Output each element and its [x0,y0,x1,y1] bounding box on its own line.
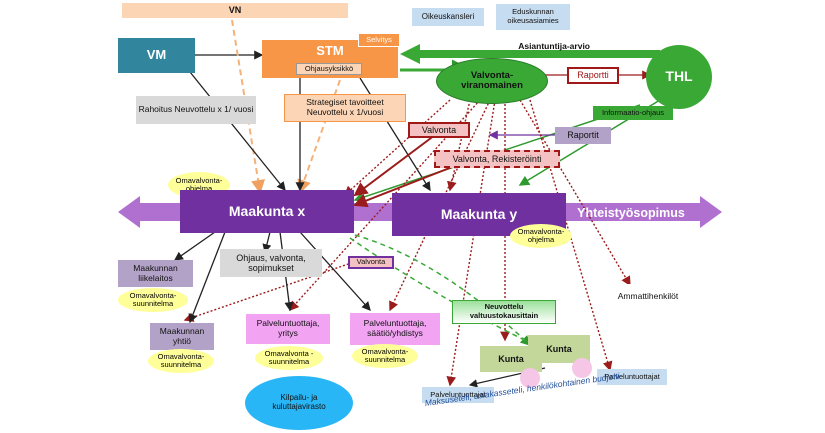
maakunta-x-box: Maakunta x [180,190,354,233]
edge-thl-stm-green [400,44,660,64]
edge-valvonta-palvelu-b [446,99,496,387]
omavalvontasuunnitelma-1-ellipse: Omavalvonta-suunnitelma [118,288,188,312]
edge-valvonta-liikelaitos [183,259,361,322]
informaatio-ohjaus-box: Informaatio-ohjaus [593,106,673,120]
edge-mx-liikelaitos [173,231,216,261]
edge-valvonta-maakunta-x [343,99,451,196]
selvitys-box: Selvitys [358,33,400,47]
edge-valvonta-yritys [289,99,481,312]
edge-valvonta-maakunta-y [447,99,471,192]
palveluntuottaja-saatio-box: Palveluntuottaja, säätiö/yhdistys [350,313,440,345]
smiley-icon [520,368,540,388]
ohjaus-valvonta-box: Ohjaus, valvonta, sopimukset [220,249,322,277]
valvontaviranomainen-ellipse: Valvonta-viranomainen [436,58,548,104]
rahoitus-box: Rahoitus Neuvottelu x 1/ vuosi [136,96,256,124]
raportit-box: Raportit [555,127,611,144]
neuvottelu-valtuustokausittain-box: Neuvottelu valtuustokausittain [452,300,556,324]
thl-ellipse: THL [646,45,712,109]
eduskunnan-oikeusasiamies-box: Eduskunnan oikeusasiamies [496,4,570,30]
oikeuskansleri-box: Oikeuskansleri [412,8,484,26]
maakunnan-liikelaitos-box: Maakunnan liikelaitos [118,260,193,287]
omavalvontasuunnitelma-3-ellipse: Omavalvonta -suunnitelma [255,346,323,370]
ammattihenkilot-box: Ammattihenkilöt [604,284,692,310]
palveluntuottaja-yritys-box: Palveluntuottaja, yritys [246,314,330,344]
omavalvontasuunnitelma-2-ellipse: Omavalvonta-suunnitelma [148,349,214,373]
kilpailu-kuluttajavirasto-ellipse: Kilpailu- ja kuluttajavirasto [245,376,353,430]
vm-box: VM [118,38,195,73]
raportti-box: Raportti [567,67,619,84]
maakunnan-yhtio-box: Maakunnan yhtiö [150,323,214,350]
omavalvontasuunnitelma-4-ellipse: Omavalvonta-suunnitelma [352,344,418,368]
edge-mx-yhtio [188,231,226,324]
edge-green-dashed-2 [349,237,547,351]
smiley-icon [572,358,592,378]
edge-vm-maakunta [189,71,286,192]
yhteistyosopimus-label: Yhteistyösopimus [577,205,685,220]
ohjausyksikko-box: Ohjausyksikkö [296,63,362,75]
valvonta-box-1: Valvonta [408,122,470,138]
strategiset-tavoitteet-box: Strategiset tavoitteet Neuvottelu x 1/vu… [284,94,406,122]
omavalvontaohjelma-y-ellipse: Omavalvonta-ohjelma [510,224,572,248]
edge-valvonta-red-1 [353,134,436,197]
asiantuntija-arvio-label: Asiantuntija-arvio [518,41,590,52]
edge-vn-maakunta-dashed [231,19,265,194]
vn-box: VN [122,3,348,18]
palveluntuottajat-right-box: Palveluntuottajat [597,369,667,385]
edge-mx-ohjaus [262,231,272,254]
valvonta-box-2: Valvonta [348,256,394,269]
edge-green-dashed-1 [354,234,532,347]
palveluntuottajat-bottom-box: Palveluntuottajat [422,387,494,403]
valvonta-rekisterointi-box: Valvonta, Rekisteröinti [434,150,560,168]
edge-mx-saatio [299,231,371,311]
